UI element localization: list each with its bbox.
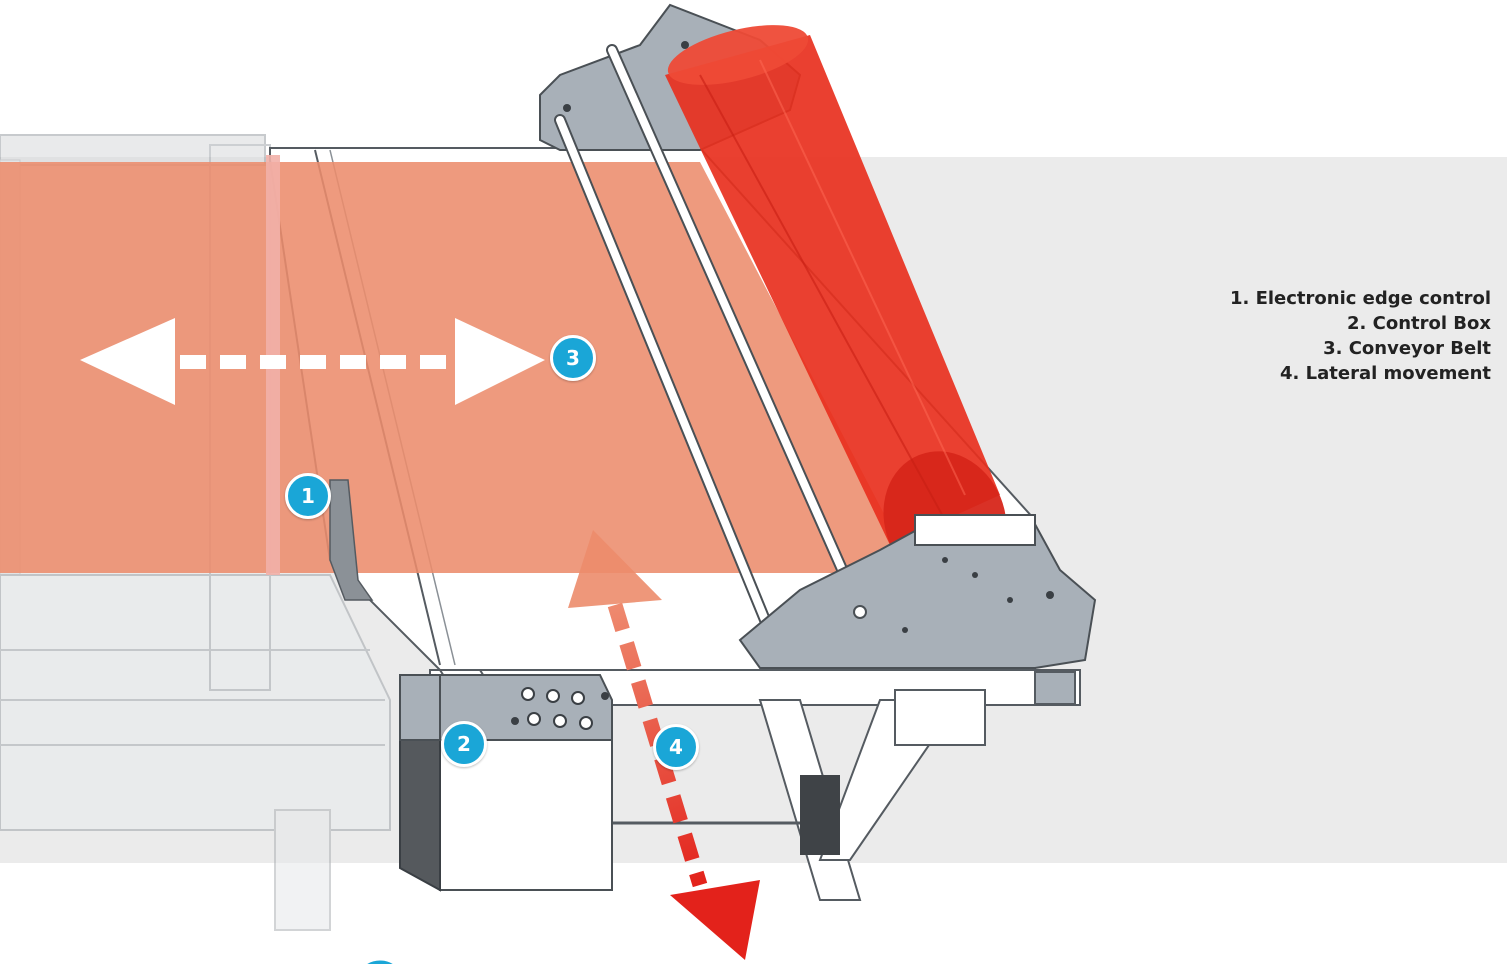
- badge-edge-control: 1: [285, 473, 331, 519]
- partial-badge: [362, 957, 398, 964]
- lateral-movement-arrow: [568, 530, 760, 960]
- badge-lateral-movement: 4: [653, 724, 699, 770]
- legend-item-edge-control: 1. Electronic edge control: [1229, 288, 1491, 309]
- badge-control-box: 2: [441, 721, 487, 767]
- control-box: [399, 674, 613, 892]
- badge-conveyor-belt: 3: [550, 335, 596, 381]
- bottom-bracket: [738, 513, 1097, 669]
- legend: 1. Electronic edge control 2. Control Bo…: [1230, 286, 1491, 386]
- ghost-frame: [0, 134, 391, 931]
- edge-control-sensor: [329, 479, 374, 601]
- legend-item-lateral-movement: 4. Lateral movement: [1280, 363, 1491, 384]
- legend-item-conveyor-belt: 3. Conveyor Belt: [1323, 338, 1491, 359]
- legend-item-control-box: 2. Control Box: [1347, 313, 1491, 334]
- conveyor-direction-arrow: [80, 318, 545, 405]
